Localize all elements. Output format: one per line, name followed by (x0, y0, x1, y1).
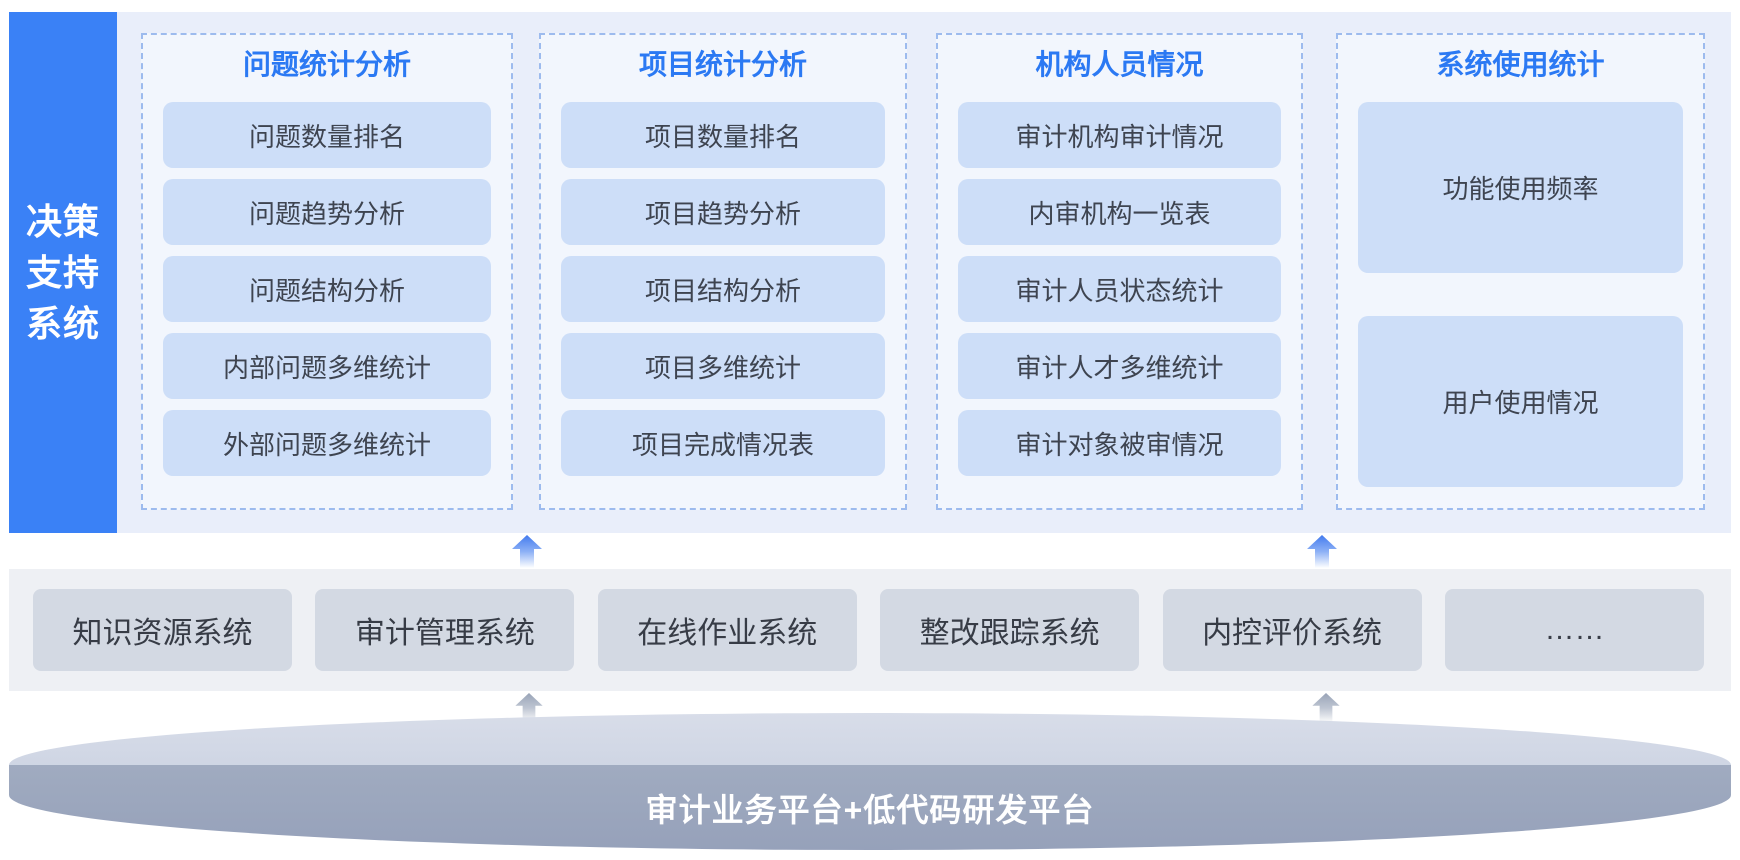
platform-cylinder (9, 713, 1731, 850)
module-box: 外部问题多维统计 (163, 410, 491, 476)
up-arrow-icon (515, 693, 543, 723)
system-box: 知识资源系统 (33, 589, 292, 671)
module-box: 审计人才多维统计 (958, 333, 1281, 399)
module-box: 内审机构一览表 (958, 179, 1281, 245)
module-box: 项目趋势分析 (561, 179, 885, 245)
decision-support-panel: 决策 支持 系统 问题统计分析 问题数量排名 问题趋势分析 问题结构分析 内部问… (9, 12, 1731, 533)
up-arrow-icon (512, 535, 542, 568)
column-title: 机构人员情况 (1035, 49, 1204, 80)
module-box: 项目多维统计 (561, 333, 885, 399)
module-box: 项目完成情况表 (561, 410, 885, 476)
system-box: 内控评价系统 (1162, 589, 1422, 671)
module-box: 项目数量排名 (561, 102, 885, 168)
column-organization-personnel: 机构人员情况 审计机构审计情况 内审机构一览表 审计人员状态统计 审计人才多维统… (936, 33, 1303, 510)
column-title: 项目统计分析 (638, 49, 807, 80)
column-problem-statistics: 问题统计分析 问题数量排名 问题趋势分析 问题结构分析 内部问题多维统计 外部问… (141, 33, 513, 510)
module-box: 项目结构分析 (561, 256, 885, 322)
decision-support-sidebar: 决策 支持 系统 (9, 12, 117, 533)
up-arrow-icon (1307, 535, 1337, 568)
module-box: 内部问题多维统计 (163, 333, 491, 399)
module-box: 问题趋势分析 (163, 179, 491, 245)
module-box: 问题数量排名 (163, 102, 491, 168)
sidebar-line: 系统 (25, 303, 100, 344)
sidebar-line: 支持 (25, 252, 100, 293)
system-box-ellipsis: …… (1444, 589, 1704, 671)
column-system-usage: 系统使用统计 功能使用频率 用户使用情况 (1336, 33, 1705, 510)
module-box: 审计对象被审情况 (958, 410, 1281, 476)
system-box: 在线作业系统 (597, 589, 857, 671)
system-box: 整改跟踪系统 (880, 589, 1140, 671)
module-box: 用户使用情况 (1358, 316, 1683, 487)
system-box: 审计管理系统 (315, 589, 575, 671)
up-arrow-icon (1312, 693, 1340, 723)
column-title: 问题统计分析 (242, 49, 411, 80)
module-box: 审计机构审计情况 (958, 102, 1281, 168)
module-box: 审计人员状态统计 (958, 256, 1281, 322)
module-box: 功能使用频率 (1358, 102, 1683, 273)
column-title: 系统使用统计 (1436, 49, 1605, 80)
module-box: 问题结构分析 (163, 256, 491, 322)
platform-title: 审计业务平台+低代码研发平台 (645, 791, 1095, 828)
business-systems-row: 知识资源系统 审计管理系统 在线作业系统 整改跟踪系统 内控评价系统 …… (9, 569, 1731, 691)
sidebar-line: 决策 (25, 201, 100, 242)
column-project-statistics: 项目统计分析 项目数量排名 项目趋势分析 项目结构分析 项目多维统计 项目完成情… (539, 33, 907, 510)
